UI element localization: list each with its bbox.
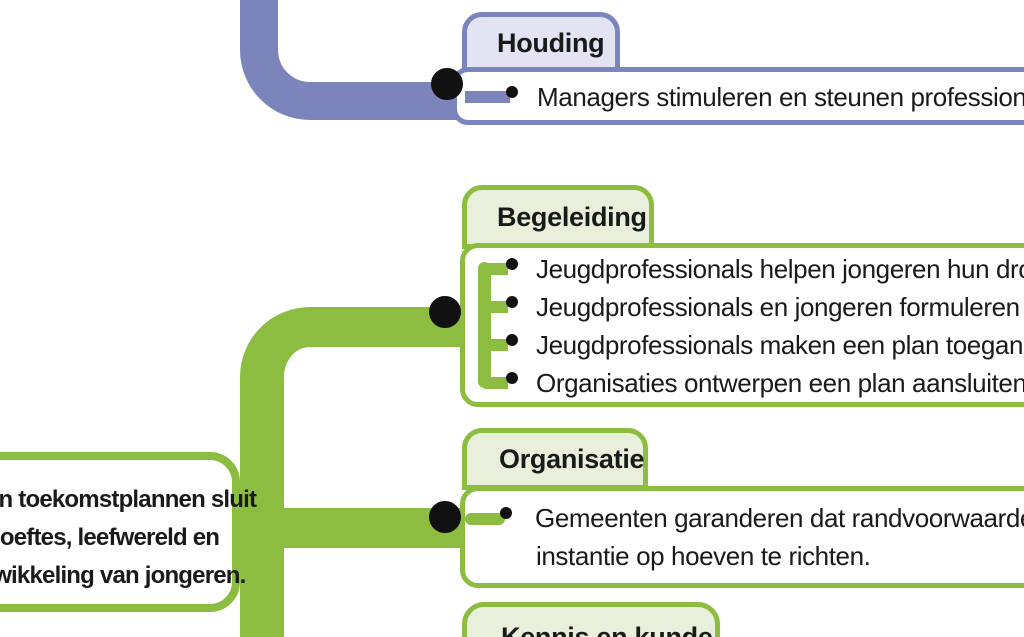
houding-header-box: Houding <box>462 12 620 74</box>
organisatie-item-text: Gemeenten garanderen dat randvoorwaarden <box>535 503 1024 533</box>
organisatie-node-icon <box>429 501 461 533</box>
begeleiding-item-text: Jeugdprofessionals helpen jongeren hun d… <box>536 254 1024 284</box>
root-topic-text: an toekomstplannen sluit hoeftes, leefwe… <box>0 481 257 595</box>
begeleiding-bullet-bracket <box>478 262 491 388</box>
begeleiding-node-icon <box>429 296 461 328</box>
root-topic-box <box>0 452 240 612</box>
organisatie-content-box <box>460 486 1024 588</box>
bullet-ring-icon <box>506 296 518 308</box>
bullet-ring-icon <box>506 372 518 384</box>
root-topic-line: twikkeling van jongeren. <box>0 562 246 589</box>
begeleiding-content-box <box>460 243 1024 407</box>
kennis-header-label: Kennis en kunde <box>501 621 713 637</box>
bullet-ring-icon <box>506 258 518 270</box>
begeleiding-header-label: Begeleiding <box>497 201 647 232</box>
root-topic-line: an toekomstplannen sluit <box>0 486 257 513</box>
begeleiding-item-text: Jeugdprofessionals en jongeren formulere… <box>536 292 1024 322</box>
root-topic-line: hoeftes, leefwereld en <box>0 524 220 551</box>
begeleiding-item-connector <box>484 263 508 275</box>
organisatie-item-connector <box>465 513 505 525</box>
begeleiding-item-connector <box>484 301 508 313</box>
bullet-ring-icon <box>500 507 512 519</box>
houding-header-label: Houding <box>497 27 605 58</box>
begeleiding-header-box: Begeleiding <box>462 185 654 249</box>
houding-item-connector <box>465 91 510 103</box>
houding-content-box <box>452 67 1024 125</box>
begeleiding-item-connector <box>484 339 508 351</box>
organisatie-item-text: instantie op hoeven te richten. <box>536 541 871 571</box>
begeleiding-branch-pipe <box>240 307 465 637</box>
begeleiding-item-connector <box>484 377 508 389</box>
organisatie-header-label: Organisatie <box>499 443 645 474</box>
begeleiding-item-text: Jeugdprofessionals maken een plan toegan… <box>536 330 1024 360</box>
kennis-header-box: Kennis en kunde <box>462 602 720 637</box>
organisatie-branch-pipe <box>262 508 462 548</box>
bullet-ring-icon <box>506 334 518 346</box>
houding-branch-pipe <box>240 0 465 120</box>
houding-node-icon <box>431 68 463 100</box>
begeleiding-item-text: Organisaties ontwerpen een plan aansluit… <box>536 368 1024 398</box>
houding-item-text: Managers stimuleren en steunen professio… <box>537 82 1024 112</box>
bullet-ring-icon <box>506 86 518 98</box>
organisatie-header-box: Organisatie <box>462 428 648 490</box>
